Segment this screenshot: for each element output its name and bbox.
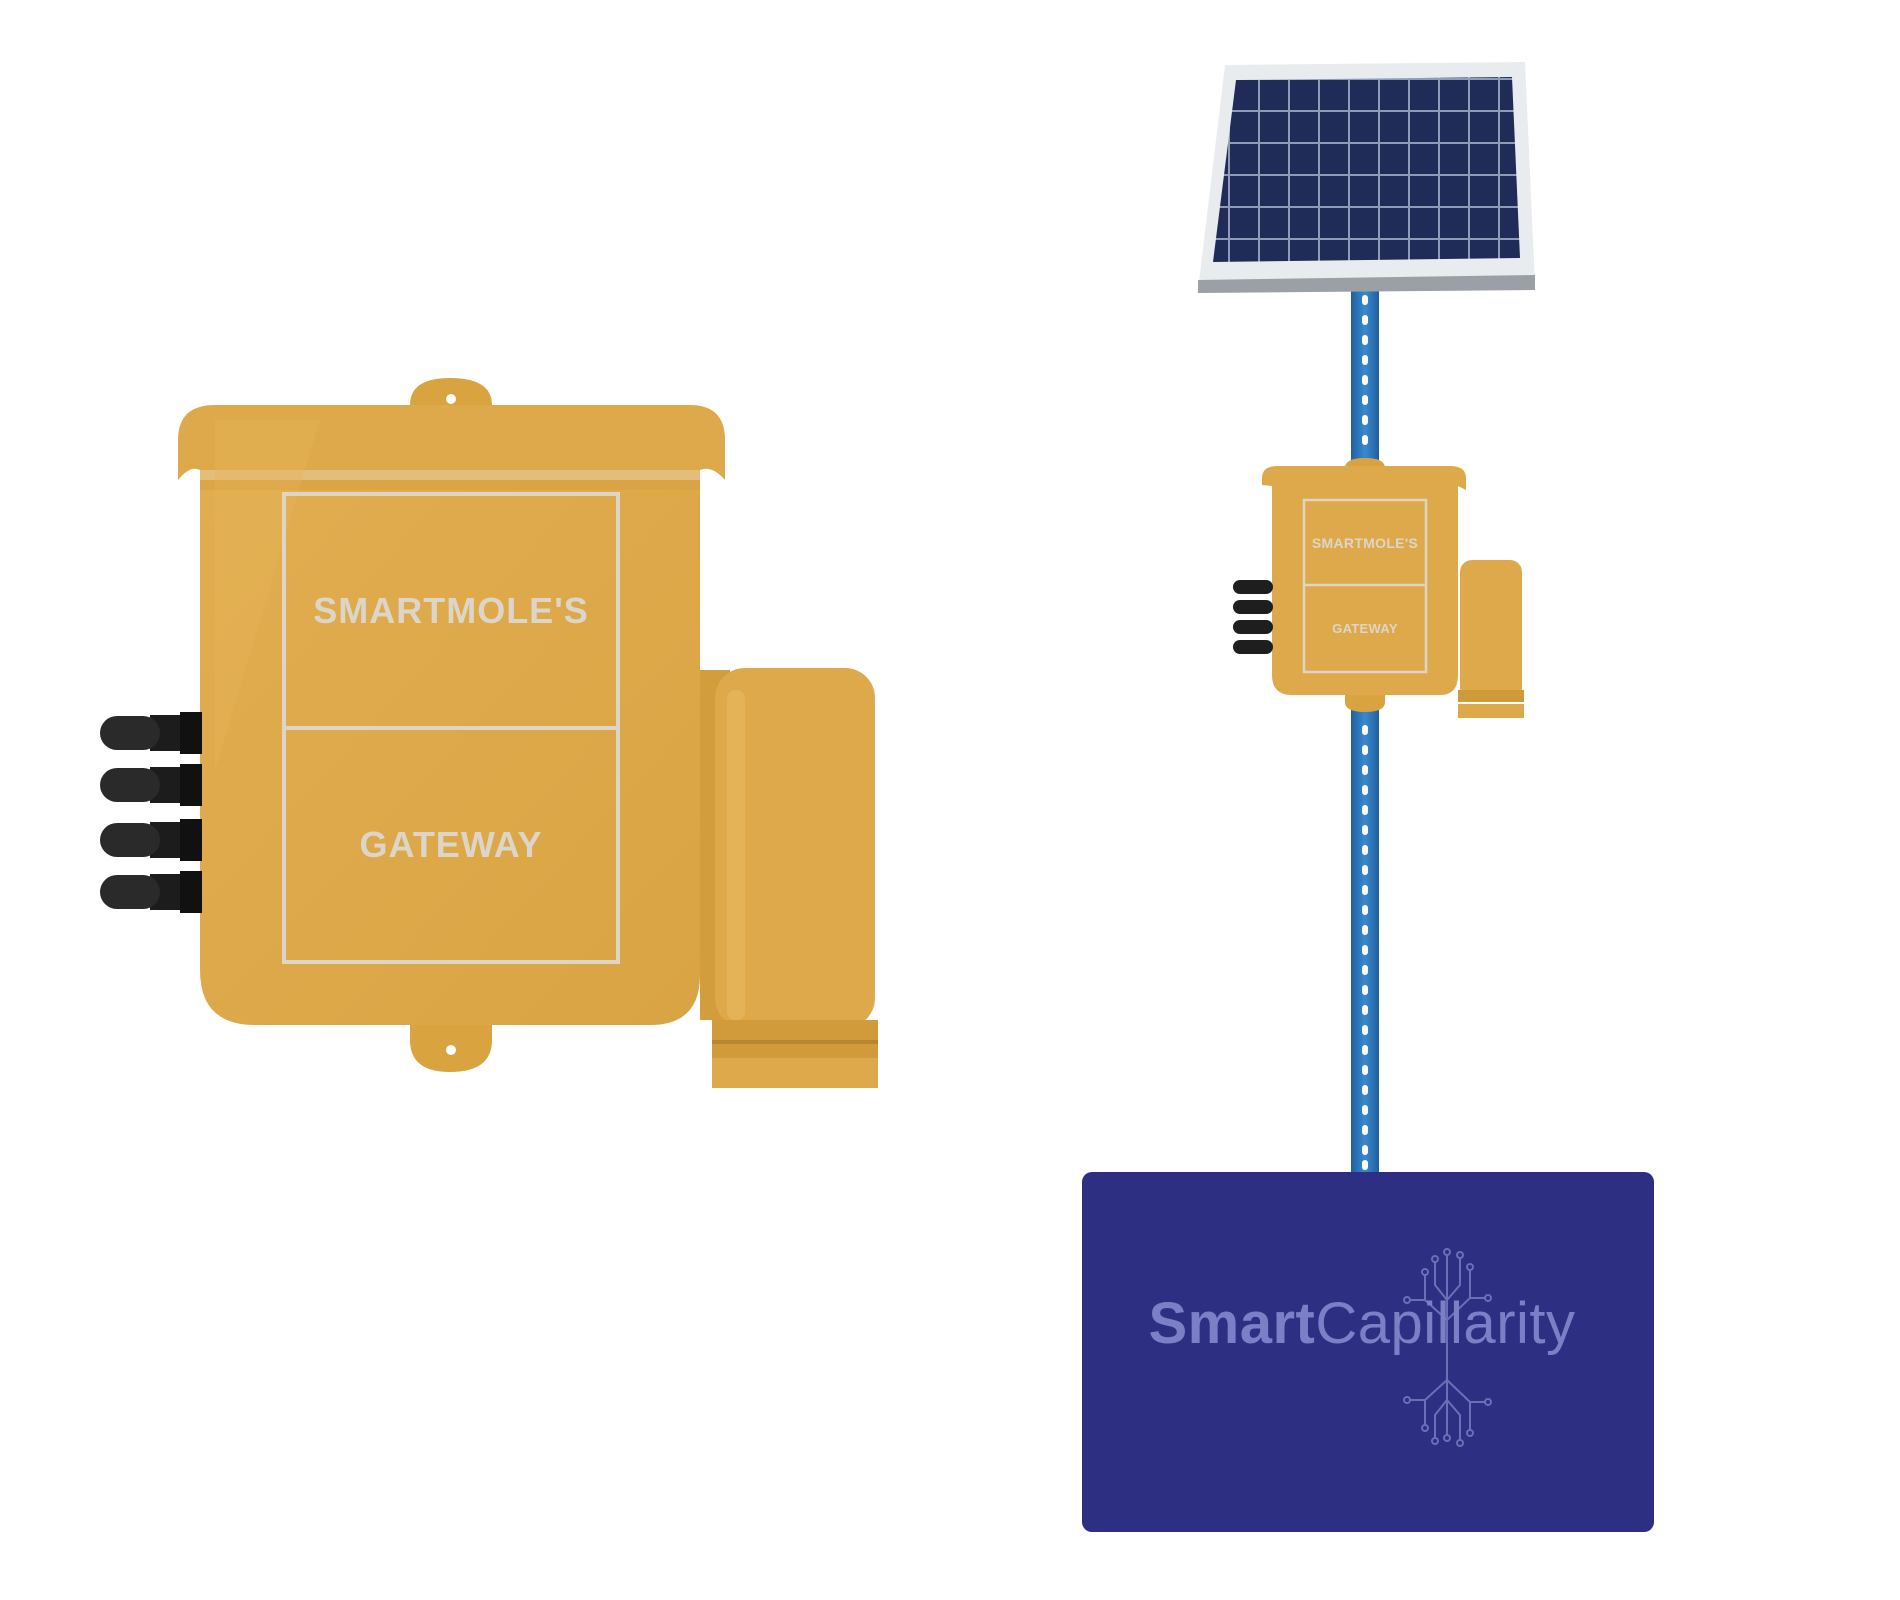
small-enclosure-lid — [1262, 466, 1466, 490]
mount-hole — [446, 394, 456, 404]
brand-wordmark: SmartCapillarity — [1082, 1290, 1642, 1357]
cable-connector-icon — [100, 712, 202, 913]
antenna-icon — [700, 668, 878, 1088]
brand-wordmark-regular: Capillarity — [1315, 1291, 1576, 1356]
mount-hole — [446, 1045, 456, 1055]
solar-panel-icon — [1198, 62, 1535, 293]
enclosure-body — [200, 480, 700, 1025]
pole-holes — [1362, 295, 1368, 1170]
enclosure-lid — [178, 405, 725, 480]
cable-connector-icon — [1233, 580, 1273, 654]
small-bottom-tab — [1345, 690, 1385, 712]
large-gateway — [100, 378, 878, 1088]
large-gateway-label-top: SMARTMOLE'S — [313, 590, 589, 631]
antenna-icon — [1458, 560, 1524, 718]
circuit-tree-icon — [1403, 1248, 1492, 1447]
small-gateway-label-bottom: GATEWAY — [1332, 621, 1398, 636]
top-mount-tab — [410, 378, 492, 405]
solar-gateway-tower — [1082, 62, 1654, 1532]
brand-wordmark-bold: Smart — [1148, 1291, 1316, 1356]
large-gateway-label-bottom: GATEWAY — [359, 824, 543, 865]
small-top-tab — [1345, 458, 1385, 468]
small-gateway-label-top: SMARTMOLE'S — [1311, 535, 1419, 551]
small-enclosure-body — [1272, 485, 1458, 695]
sign-board — [1082, 1172, 1654, 1532]
